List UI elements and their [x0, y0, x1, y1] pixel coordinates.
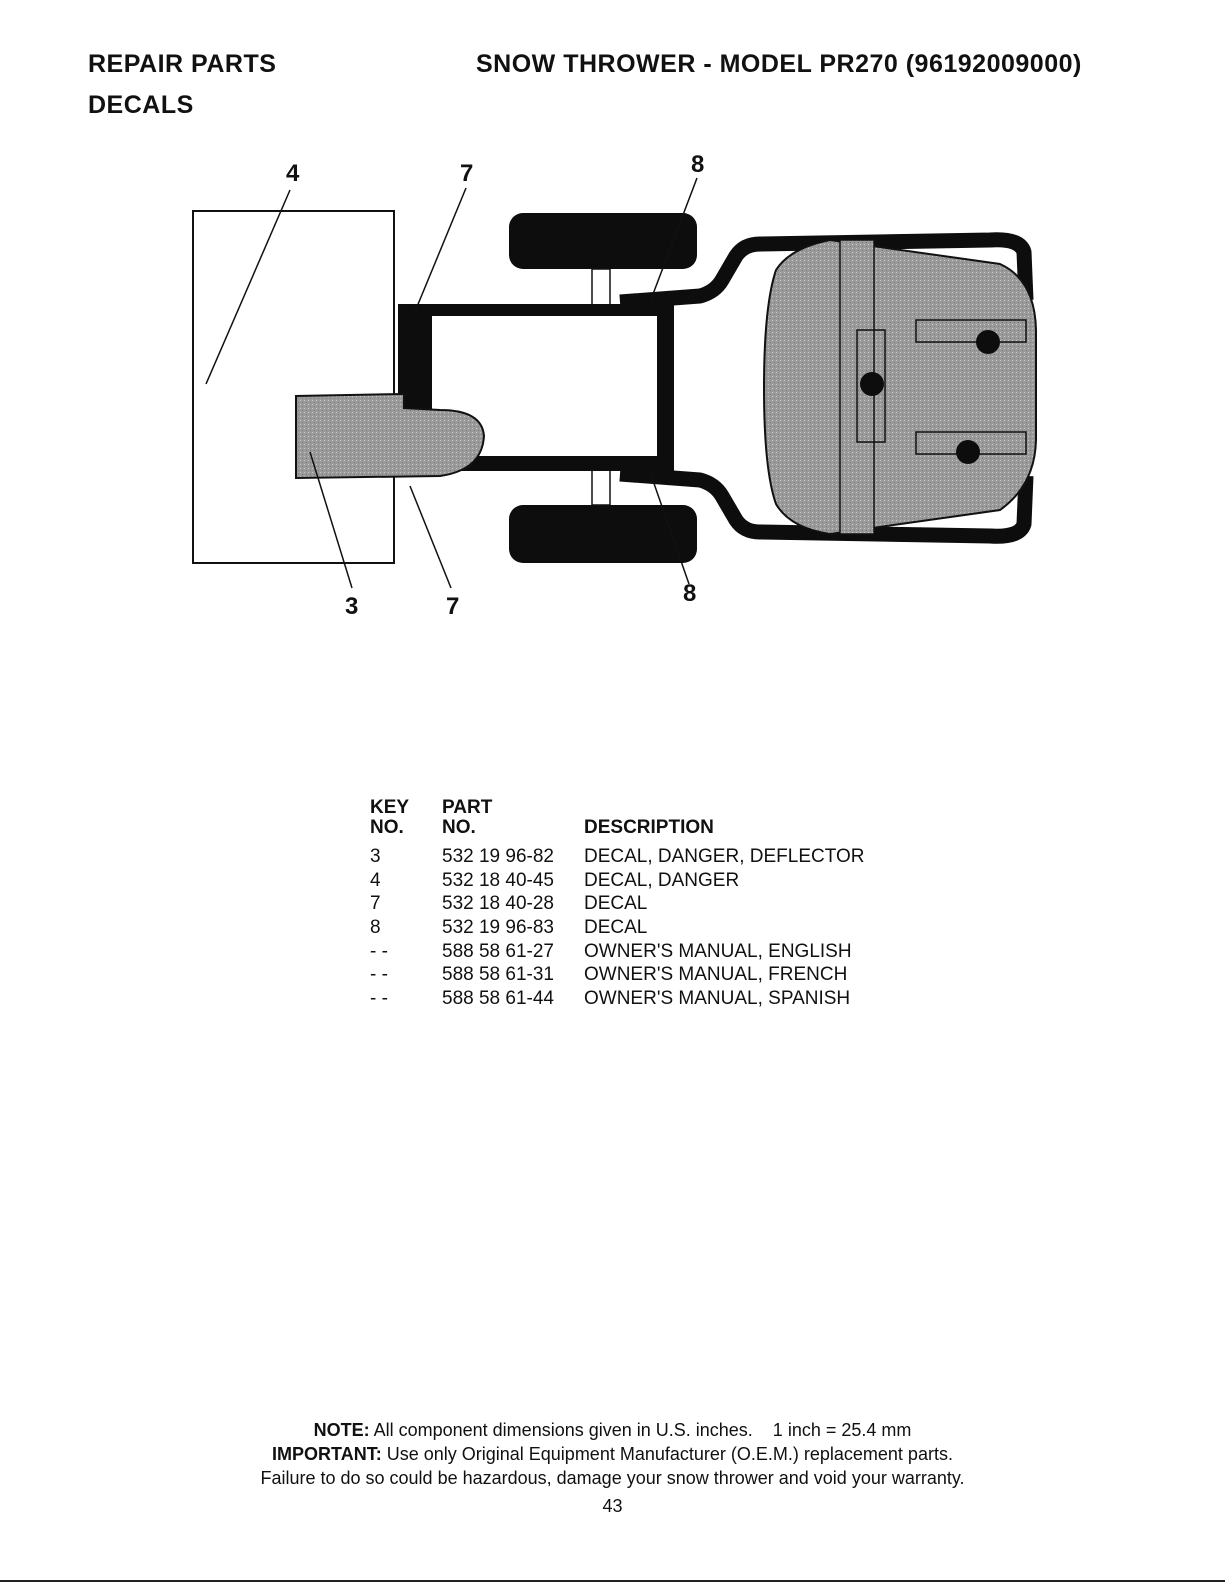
page-number: 43: [602, 1496, 623, 1516]
description: DECAL, DANGER, DEFLECTOR: [584, 846, 865, 867]
knob-lower: [956, 440, 980, 464]
key-no: 4: [370, 869, 381, 891]
part-no: 588 58 61-31: [442, 964, 554, 986]
callout-8-top: 8: [691, 151, 704, 178]
description: OWNER'S MANUAL, FRENCH: [584, 964, 848, 986]
leader-3: [309, 451, 353, 589]
header-key-line2: NO.: [370, 817, 404, 838]
bottom-rule: [0, 1580, 1225, 1582]
footer-warning: Failure to do so could be hazardous, dam…: [260, 1468, 965, 1488]
parts-list: KEY NO. PART NO. DESCRIPTION 3 532 19 96…: [370, 798, 864, 1011]
decals-diagram: 4 7 8 3 7 8: [192, 151, 1037, 620]
handle-upper: [619, 232, 1034, 310]
important-text: Use only Original Equipment Manufacturer…: [386, 1444, 953, 1464]
part-no: 532 18 40-28: [442, 893, 554, 915]
table-row: 7 532 18 40-28 DECAL: [370, 892, 864, 916]
part-no: 588 58 61-27: [442, 940, 554, 962]
section-heading: REPAIR PARTS: [88, 50, 277, 78]
description: DECAL, DANGER: [584, 869, 740, 891]
table-row: - - 588 58 61-27 OWNER'S MANUAL, ENGLISH: [370, 940, 864, 964]
header-part-line1: PART: [442, 797, 493, 818]
auger-housing: [192, 210, 395, 564]
part-no: 532 19 96-82: [442, 846, 554, 867]
page-title: SNOW THROWER - MODEL PR270 (96192009000): [476, 50, 1082, 78]
key-no: - -: [370, 940, 388, 962]
note-text: All component dimensions given in U.S. i…: [373, 1420, 912, 1440]
description: OWNER'S MANUAL, SPANISH: [584, 988, 851, 1010]
table-row: 8 532 19 96-83 DECAL: [370, 916, 864, 940]
key-no: 3: [370, 846, 381, 867]
callout-4: 4: [286, 160, 300, 187]
callout-7-top: 7: [460, 160, 473, 187]
key-no: 8: [370, 917, 381, 939]
key-no: - -: [370, 988, 388, 1010]
leader-8-top: [649, 177, 698, 303]
parts-list-header: KEY NO. PART NO. DESCRIPTION: [370, 798, 864, 838]
header-description: DESCRIPTION: [584, 817, 714, 838]
callout-3: 3: [345, 593, 358, 620]
callout-8-bottom: 8: [683, 580, 696, 607]
note-label: NOTE:: [313, 1420, 370, 1440]
leader-8-bottom: [649, 471, 690, 585]
table-row: - - 588 58 61-44 OWNER'S MANUAL, SPANISH: [370, 987, 864, 1011]
description: DECAL: [584, 917, 648, 939]
footer-note: NOTE: All component dimensions given in …: [0, 1420, 1225, 1441]
wheel-bottom: [509, 505, 697, 563]
footer-important: IMPORTANT: Use only Original Equipment M…: [0, 1444, 1225, 1465]
part-no: 532 18 40-45: [442, 869, 554, 891]
part-no: 532 19 96-83: [442, 917, 554, 939]
table-row: - - 588 58 61-31 OWNER'S MANUAL, FRENCH: [370, 963, 864, 987]
table-row: 3 532 19 96-82 DECAL, DANGER, DEFLECTOR: [370, 845, 864, 869]
leader-7-top: [413, 187, 467, 315]
callout-7-bottom: 7: [446, 593, 459, 620]
header-part-line2: NO.: [442, 817, 476, 838]
description: DECAL: [584, 893, 648, 915]
discharge-chute: [295, 392, 486, 480]
key-no: 7: [370, 893, 381, 915]
knob-center: [860, 372, 884, 396]
header-key-line1: KEY: [370, 797, 410, 818]
part-no: 588 58 61-44: [442, 988, 554, 1010]
key-no: - -: [370, 964, 388, 986]
subsection-heading: DECALS: [88, 91, 194, 119]
important-label: IMPORTANT:: [272, 1444, 382, 1464]
table-row: 4 532 18 40-45 DECAL, DANGER: [370, 869, 864, 893]
wheel-top: [509, 213, 697, 269]
leader-4: [205, 189, 291, 385]
handle-lower: [619, 466, 1034, 544]
description: OWNER'S MANUAL, ENGLISH: [584, 940, 852, 962]
leader-7-bottom: [409, 485, 452, 589]
engine: [762, 238, 1037, 536]
knob-upper: [976, 330, 1000, 354]
